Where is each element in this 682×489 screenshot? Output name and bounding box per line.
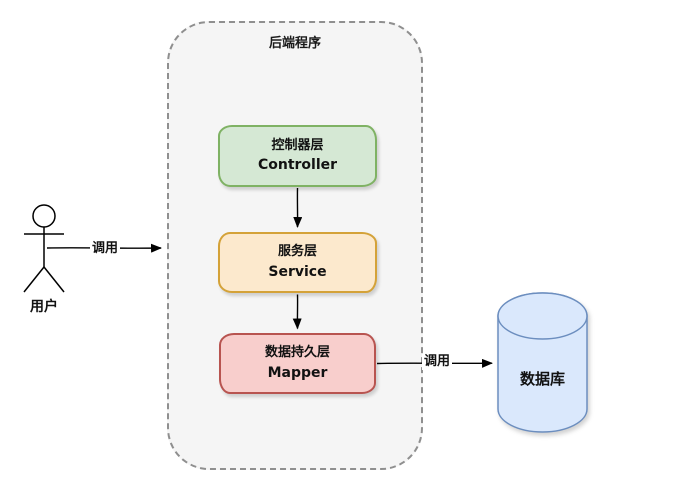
node-mapper-layer: 数据持久层 Mapper [219,333,376,394]
stick-figure-icon [23,204,65,293]
database-label: 数据库 [519,370,565,388]
actor-user-label: 用户 [30,299,58,315]
mapper-label-en: Mapper [267,364,328,381]
database-cylinder-icon [497,292,588,433]
service-label-en: Service [268,263,327,280]
actor-user: 用户 [20,203,68,315]
edge-label-db-call: 调用 [422,354,453,370]
edge-label-user-call: 调用 [90,241,121,257]
controller-label-en: Controller [257,157,338,174]
node-service-layer: 服务层 Service [218,232,377,293]
node-controller-layer: 控制器层 Controller [218,125,377,187]
backend-program-label: 后端程序 [268,36,321,51]
service-label-zh: 服务层 [277,244,317,260]
controller-label-zh: 控制器层 [271,137,324,153]
mapper-label-zh: 数据持久层 [264,345,330,361]
node-database: 数据库 [496,291,589,434]
